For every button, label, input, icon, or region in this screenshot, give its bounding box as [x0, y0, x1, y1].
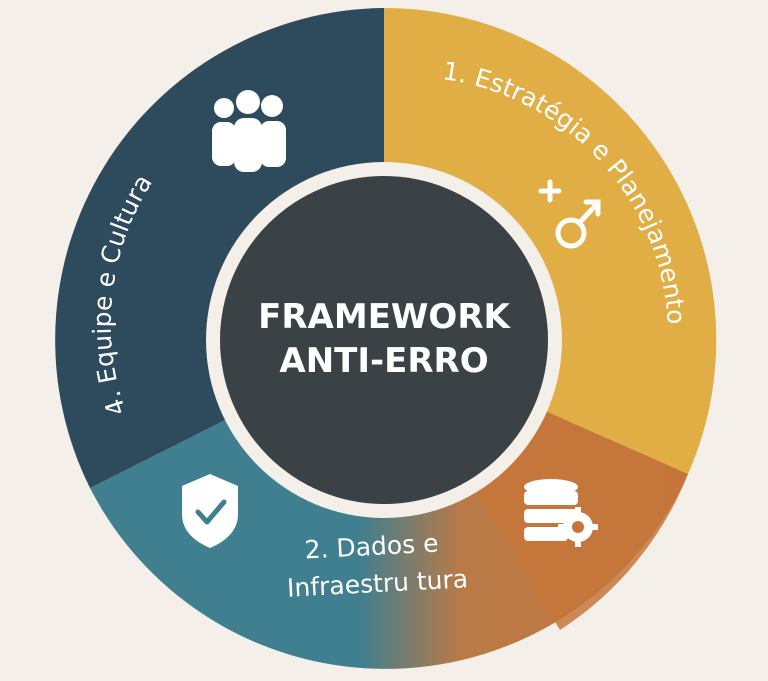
shield-check-icon: [182, 474, 238, 548]
center-circle: [220, 176, 548, 504]
team-people-icon: [212, 90, 286, 172]
plus-male-symbol-icon: [538, 179, 601, 249]
database-gear-icon: [524, 479, 598, 547]
center-title-line2: ANTI-ERRO: [279, 341, 488, 381]
center-title-line1: FRAMEWORK: [258, 297, 511, 337]
segment-data-label-line1: 2. Dados e: [304, 529, 439, 565]
